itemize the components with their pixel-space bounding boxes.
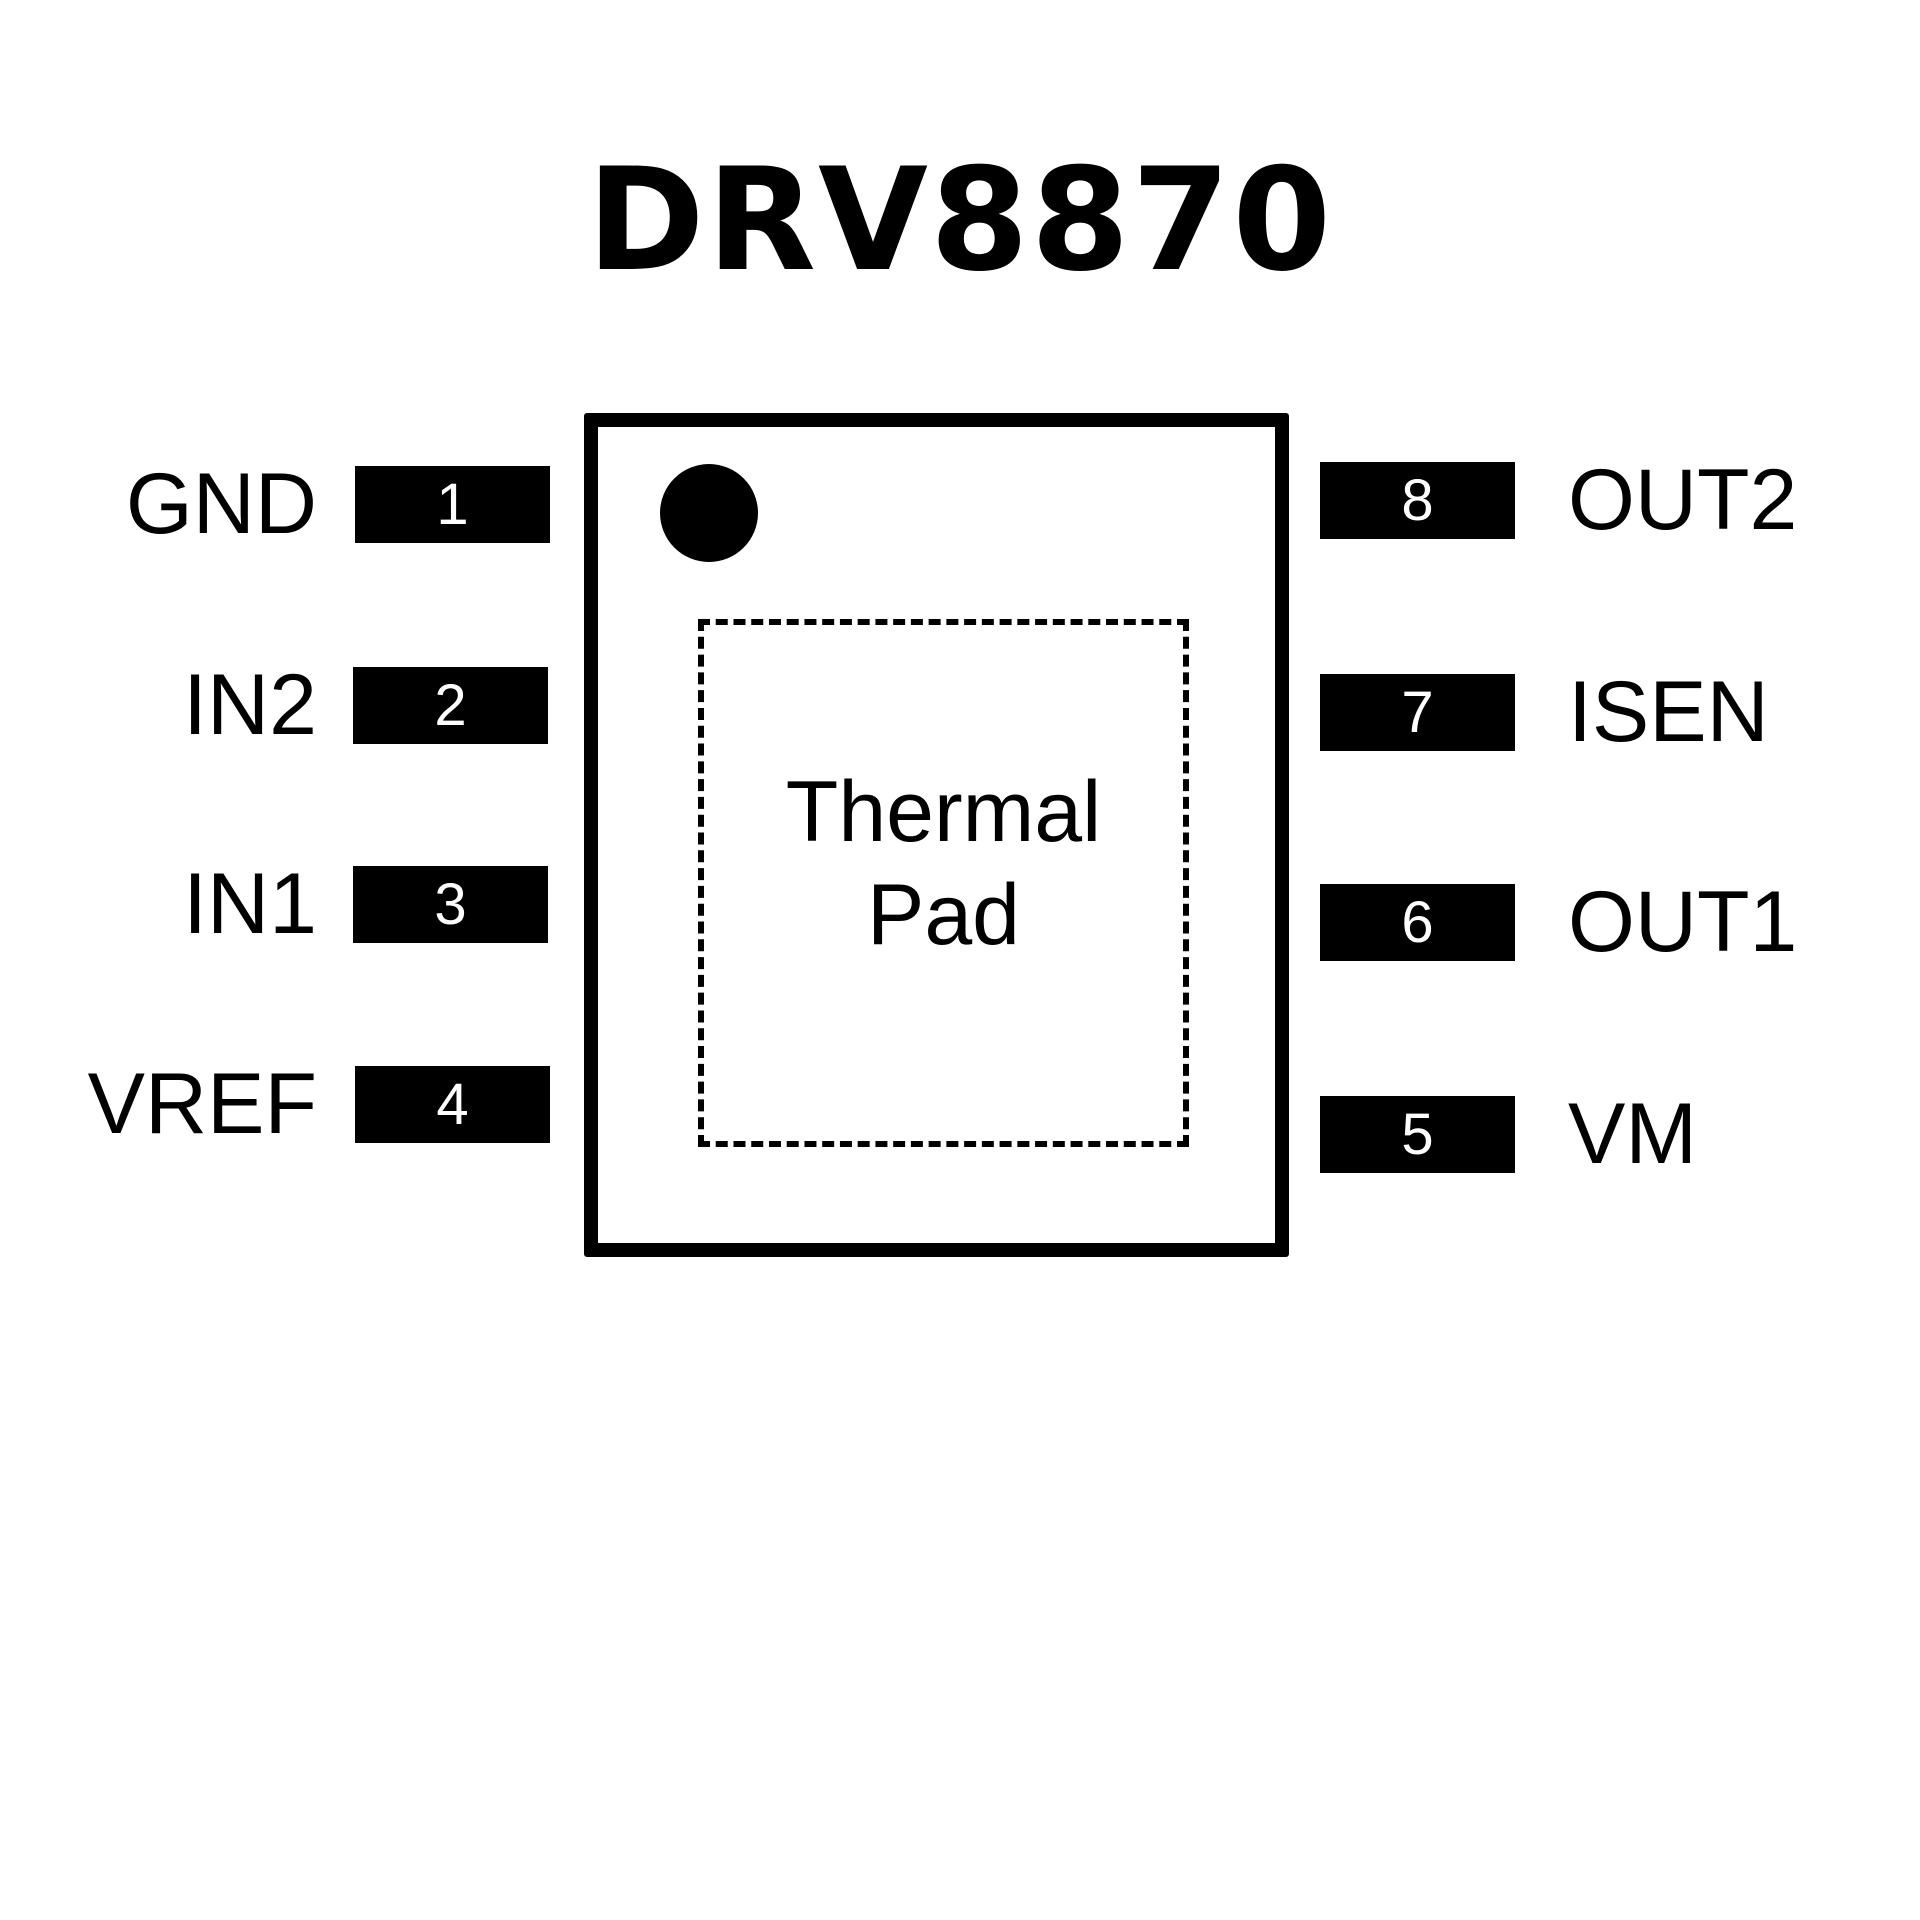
pin-number-5: 5 bbox=[1401, 1102, 1434, 1167]
pin-number-7: 7 bbox=[1401, 680, 1434, 745]
pin-number-6: 6 bbox=[1401, 890, 1434, 955]
pin-name-1: GND bbox=[125, 456, 317, 552]
pin-1: 1 bbox=[355, 466, 550, 543]
pin-name-7: ISEN bbox=[1568, 664, 1769, 760]
chip-title: DRV8870 bbox=[586, 138, 1334, 303]
thermal-pad-outline bbox=[698, 619, 1189, 1147]
pin-number-2: 2 bbox=[434, 673, 467, 738]
pin-name-2: IN2 bbox=[183, 657, 317, 753]
pin-5: 5 bbox=[1320, 1096, 1515, 1173]
pin-7: 7 bbox=[1320, 674, 1515, 751]
pin-4: 4 bbox=[355, 1066, 550, 1143]
pin-name-3: IN1 bbox=[183, 856, 317, 952]
pin-number-8: 8 bbox=[1401, 468, 1434, 533]
pin-name-6: OUT1 bbox=[1568, 874, 1798, 970]
pin1-indicator-dot-icon bbox=[660, 464, 758, 562]
pin-number-3: 3 bbox=[434, 872, 467, 937]
pin-number-4: 4 bbox=[436, 1072, 469, 1137]
pin-name-5: VM bbox=[1568, 1086, 1697, 1182]
thermal-pad-label-line2: Pad bbox=[866, 867, 1021, 963]
thermal-pad-label-line1: Thermal bbox=[785, 764, 1102, 860]
pin-6: 6 bbox=[1320, 884, 1515, 961]
pin-3: 3 bbox=[353, 866, 548, 943]
pin-2: 2 bbox=[353, 667, 548, 744]
pin-name-4: VREF bbox=[87, 1056, 317, 1152]
pin-8: 8 bbox=[1320, 462, 1515, 539]
pin-number-1: 1 bbox=[436, 472, 469, 537]
pin-name-8: OUT2 bbox=[1568, 452, 1798, 548]
